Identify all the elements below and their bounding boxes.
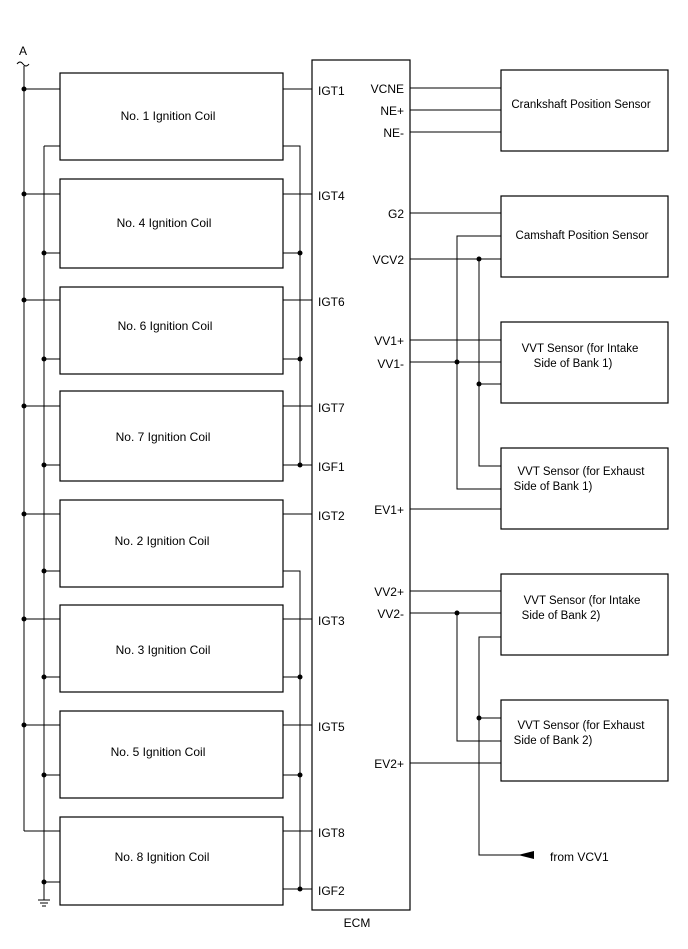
sensor-label: Camshaft Position Sensor xyxy=(516,230,649,242)
pin-label: VV2- xyxy=(377,607,404,621)
pin-label: IGT1 xyxy=(318,84,345,98)
pin-label: G2 xyxy=(388,207,404,221)
sensor-label: Side of Bank 1) xyxy=(534,358,613,370)
sensor-label: Side of Bank 1) xyxy=(514,481,593,493)
coil-label: No. 6 Ignition Coil xyxy=(118,319,213,333)
pin-label: IGT2 xyxy=(318,509,345,523)
supply-label: A xyxy=(19,44,27,58)
crankshaft-wires xyxy=(410,87,501,133)
ecm-left-pins: IGT1 IGT4 IGT6 IGT7 IGF1 IGT2 IGT3 IGT5 … xyxy=(318,84,345,898)
sensor-label: Side of Bank 2) xyxy=(522,610,601,622)
ignition-coil-3: No. 3 Ignition Coil xyxy=(59,604,284,693)
ground-icon xyxy=(38,899,50,907)
pin-label: IGT8 xyxy=(318,826,345,840)
vvt-sensor-intake-bank-2: VVT Sensor (for Intake Side of Bank 2) xyxy=(500,573,669,656)
ecm-box xyxy=(311,59,411,911)
coil-label: No. 1 Ignition Coil xyxy=(121,109,216,123)
pin-label: IGT7 xyxy=(318,401,345,415)
pin-label: EV2+ xyxy=(374,757,404,771)
pin-label: VV1- xyxy=(377,357,404,371)
bank1-wires xyxy=(410,339,501,510)
vvt-sensor-intake-bank-1: VVT Sensor (for Intake Side of Bank 1) xyxy=(500,321,669,404)
pin-label: NE- xyxy=(383,126,404,140)
ignition-coil-5: No. 5 Ignition Coil xyxy=(59,710,284,799)
pin-label: NE+ xyxy=(380,104,404,118)
igf1-bus xyxy=(283,145,312,468)
ignition-coil-1: No. 1 Ignition Coil xyxy=(59,72,284,161)
ground-taps xyxy=(41,145,60,885)
sensor-label: VVT Sensor (for Intake xyxy=(524,595,641,607)
sensor-label: Side of Bank 2) xyxy=(514,735,593,747)
pin-label: IGF1 xyxy=(318,460,345,474)
vvt-sensor-exhaust-bank-1: VVT Sensor (for Exhaust Side of Bank 1) xyxy=(500,447,669,530)
crankshaft-position-sensor: Crankshaft Position Sensor xyxy=(500,69,669,152)
sensor-label: VVT Sensor (for Intake xyxy=(522,343,639,355)
pin-label: IGT5 xyxy=(318,720,345,734)
bank2-wires xyxy=(410,590,501,764)
pin-label: VCNE xyxy=(371,82,404,96)
arrow-left-icon xyxy=(518,851,534,859)
camshaft-position-sensor: Camshaft Position Sensor xyxy=(500,195,669,278)
supply-break-icon xyxy=(16,61,30,67)
coil-label: No. 3 Ignition Coil xyxy=(116,643,211,657)
coil-label: No. 2 Ignition Coil xyxy=(115,534,210,548)
ignition-coil-7: No. 7 Ignition Coil xyxy=(59,390,284,482)
from-vcv1-label: from VCV1 xyxy=(550,850,609,864)
coil-label: No. 5 Ignition Coil xyxy=(111,745,206,759)
pin-label: IGT6 xyxy=(318,295,345,309)
coil-label: No. 8 Ignition Coil xyxy=(115,850,210,864)
coil-label: No. 4 Ignition Coil xyxy=(117,216,212,230)
pin-label: IGF2 xyxy=(318,884,345,898)
ignition-coil-2: No. 2 Ignition Coil xyxy=(59,499,284,588)
pin-label: EV1+ xyxy=(374,503,404,517)
ignition-coil-8: No. 8 Ignition Coil xyxy=(59,816,284,906)
pin-label: VCV2 xyxy=(373,253,405,267)
pin-label: IGT3 xyxy=(318,614,345,628)
coil-label: No. 7 Ignition Coil xyxy=(116,430,211,444)
ecm-right-pins: VCNE NE+ NE- G2 VCV2 VV1+ VV1- EV1+ VV2+… xyxy=(371,82,405,771)
supply-taps xyxy=(21,86,60,832)
ignition-coil-6: No. 6 Ignition Coil xyxy=(59,286,284,375)
igt-lines xyxy=(283,88,312,832)
sensor-label: VVT Sensor (for Exhaust xyxy=(518,466,646,478)
ecm-label: ECM xyxy=(344,916,371,930)
pin-label: IGT4 xyxy=(318,189,345,203)
pin-label: VV2+ xyxy=(374,585,404,599)
sensor-label: Crankshaft Position Sensor xyxy=(511,99,651,111)
sensor-label: VVT Sensor (for Exhaust xyxy=(518,720,646,732)
camshaft-wires xyxy=(410,212,501,490)
vcv1-bus xyxy=(476,636,534,859)
ignition-coil-4: No. 4 Ignition Coil xyxy=(59,178,284,269)
pin-label: VV1+ xyxy=(374,334,404,348)
vvt-sensor-exhaust-bank-2: VVT Sensor (for Exhaust Side of Bank 2) xyxy=(500,699,669,782)
igf2-bus xyxy=(283,570,312,892)
